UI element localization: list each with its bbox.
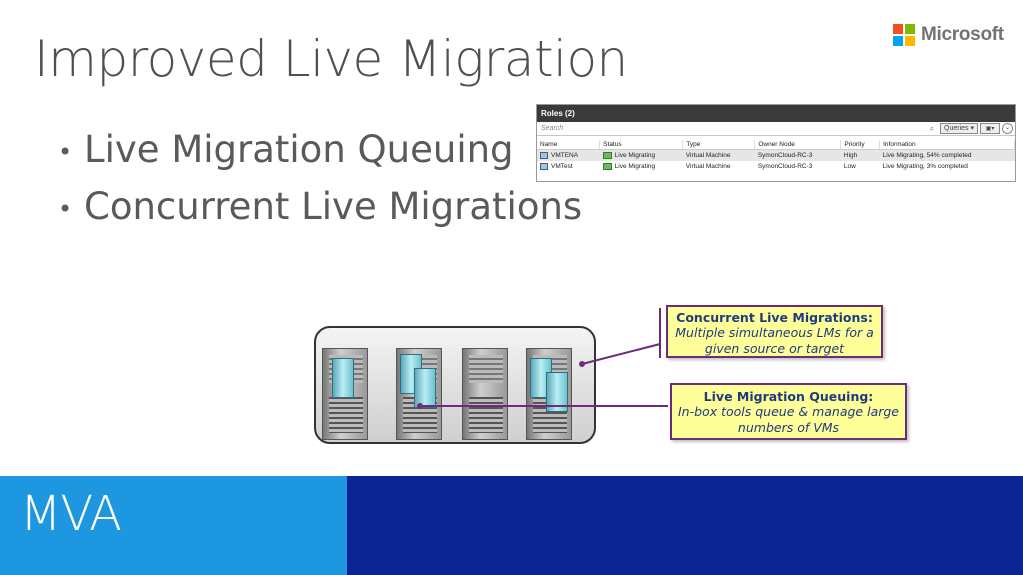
cell-name: VMTest: [537, 161, 600, 172]
queries-label: Queries: [944, 125, 969, 132]
row-status: Live Migrating: [614, 152, 656, 160]
live-migrating-icon: [602, 163, 612, 171]
save-icon[interactable]: ▣▾: [980, 123, 1000, 134]
live-migrating-icon: [602, 152, 612, 159]
virtual-machine-icon: [414, 368, 436, 408]
footer-band: [347, 476, 1023, 575]
roles-search-bar: Search ⌕ Queries ▾ ▣▾ ⌄: [537, 122, 1015, 136]
roles-header: Roles (2): [537, 105, 1015, 122]
column-header-name[interactable]: Name: [537, 140, 601, 150]
column-header-information[interactable]: Information: [879, 140, 1015, 150]
chevron-down-icon[interactable]: ⌄: [1002, 123, 1013, 134]
callout-body: In-box tools queue & manage large number…: [678, 404, 899, 435]
virtual-machine-icon: [332, 358, 354, 398]
footer-brand-band: MVA: [0, 476, 347, 575]
cell-info: Live Migrating, 54% completed: [879, 149, 1015, 162]
footer-label: MVA: [20, 486, 122, 542]
column-header-type[interactable]: Type: [682, 140, 756, 150]
column-header-status[interactable]: Status: [599, 140, 684, 150]
table-row[interactable]: VMTest Live Migrating Virtual Machine Sy…: [537, 161, 1015, 172]
cell-owner: SymonCloud-RC-3: [757, 163, 813, 171]
cell-status: Live Migrating: [599, 149, 683, 162]
row-name: VMTENA: [551, 152, 579, 160]
callout-title: Live Migration Queuing:: [703, 389, 874, 404]
cell-priority: Low: [843, 163, 856, 171]
virtual-machine-icon: [540, 152, 548, 159]
callout-title: Concurrent Live Migrations:: [676, 310, 873, 325]
roles-table: Name Status Type Owner Node Priority Inf…: [537, 140, 1015, 172]
table-row[interactable]: VMTENA Live Migrating Virtual Machine Sy…: [537, 149, 1015, 162]
search-input[interactable]: Search: [541, 124, 564, 132]
server-cluster-diagram: [314, 326, 596, 444]
row-status: Live Migrating: [614, 163, 656, 171]
brand-name: Microsoft: [921, 24, 1004, 45]
column-header-priority[interactable]: Priority: [840, 140, 881, 150]
bullet-text: Live Migration Queuing: [84, 128, 514, 171]
microsoft-windows-icon: [893, 24, 915, 46]
cell-name: VMTENA: [537, 149, 600, 162]
concurrent-callout: Concurrent Live Migrations: Multiple sim…: [666, 305, 883, 358]
callout-body: Multiple simultaneous LMs for a given so…: [675, 325, 874, 356]
server-icon: [462, 348, 508, 440]
cell-type: Virtual Machine: [682, 149, 755, 162]
bullet-item: • Concurrent Live Migrations: [58, 185, 582, 228]
cell-priority: High: [840, 149, 880, 162]
bullet-icon: •: [58, 194, 73, 223]
row-name: VMTest: [551, 163, 573, 171]
queries-button[interactable]: Queries ▾: [940, 123, 978, 134]
microsoft-logo: Microsoft: [893, 24, 1004, 46]
bullet-item: • Live Migration Queuing: [58, 128, 582, 171]
bullet-text: Concurrent Live Migrations: [84, 185, 583, 228]
column-header-owner-node[interactable]: Owner Node: [754, 140, 842, 150]
search-icon[interactable]: ⌕: [929, 123, 935, 133]
cell-type: Virtual Machine: [685, 163, 731, 171]
cell-info: Live Migrating, 3% completed: [882, 163, 968, 171]
roles-panel: Roles (2) Search ⌕ Queries ▾ ▣▾ ⌄ Name S…: [536, 104, 1016, 182]
cell-status: Live Migrating: [600, 161, 683, 172]
bullet-list: • Live Migration Queuing • Concurrent Live…: [58, 128, 582, 242]
virtual-machine-icon: [546, 372, 568, 412]
virtual-machine-icon: [540, 163, 548, 171]
queuing-callout: Live Migration Queuing: In-box tools que…: [670, 383, 907, 440]
bullet-icon: •: [58, 137, 73, 166]
cell-owner: SymonCloud-RC-3: [754, 149, 841, 162]
slide-title: Improved Live Migration: [34, 30, 628, 88]
